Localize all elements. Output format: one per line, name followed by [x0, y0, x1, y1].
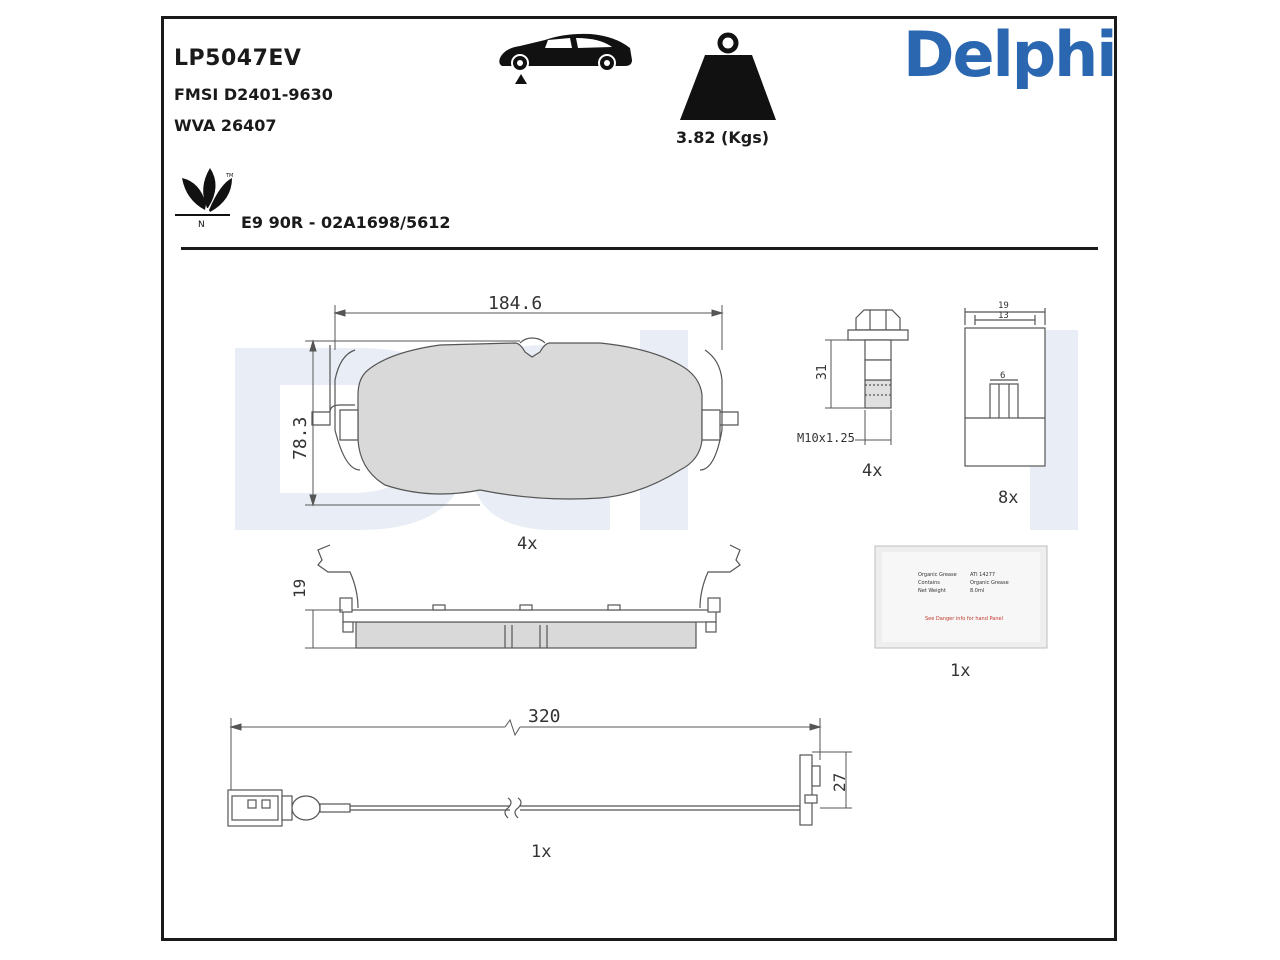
grease-row3-value: 8.0ml — [970, 588, 984, 594]
grease-quantity: 1x — [950, 661, 970, 681]
weight-icon — [680, 32, 776, 120]
pad-width-dimension — [333, 305, 724, 350]
pad-width-label: 184.6 — [488, 293, 542, 314]
grease-row2-value: Organic Grease — [970, 580, 1009, 586]
sensor-length-dimension — [229, 718, 822, 790]
sensor-length-label: 320 — [528, 706, 561, 727]
pad-height-dimension — [305, 339, 520, 507]
leaf-eco-icon: N TM — [175, 168, 233, 230]
part-number: LP5047EV — [174, 46, 302, 71]
trademark-label: TM — [225, 173, 233, 179]
bracket-outer-label: 19 — [998, 301, 1009, 311]
bracket-quantity: 8x — [998, 488, 1018, 508]
grease-row1-key: Organic Grease — [918, 572, 957, 578]
wva-number: WVA 26407 — [174, 116, 277, 135]
bracket-slot-label: 6 — [1000, 371, 1005, 381]
bolt-length-dimension — [825, 339, 892, 445]
clip-height-label: 19 — [290, 579, 309, 598]
grease-warning-note: See Danger info for hand Panel — [925, 616, 1003, 622]
bracket-inner-label: 13 — [998, 311, 1009, 321]
eco-mark-label: N — [198, 220, 205, 230]
brake-pad-front-view — [311, 337, 739, 500]
sensor-end-label: 27 — [830, 773, 849, 792]
weight-value: 3.82 (Kgs) — [676, 128, 770, 147]
clip-height-dimension — [305, 609, 356, 649]
pad-quantity: 4x — [517, 534, 537, 554]
sensor-quantity: 1x — [531, 842, 551, 862]
bolt-drawing — [847, 309, 909, 409]
fmsi-number: FMSI D2401-9630 — [174, 85, 333, 104]
grease-row1-value: ATI 14277 — [970, 572, 995, 578]
car-on-lift-icon — [499, 33, 632, 84]
grease-sachet: Organic Grease ATI 14277 Contains Organi… — [874, 545, 1048, 649]
bolt-thread-label: M10x1.25 — [797, 431, 855, 445]
brake-pad-side-view — [317, 544, 741, 649]
bracket-drawing — [964, 308, 1046, 467]
bolt-length-label: 31 — [815, 364, 830, 380]
grease-row2-key: Contains — [918, 580, 940, 586]
brand-logo: Delphi — [903, 18, 1118, 91]
ece-approval: E9 90R - 02A1698/5612 — [241, 213, 451, 232]
pad-height-label: 78.3 — [290, 417, 311, 460]
bolt-quantity: 4x — [862, 461, 882, 481]
drawing-sheet — [161, 16, 1117, 941]
wear-sensor-drawing — [227, 754, 821, 827]
sensor-end-dimension — [812, 751, 852, 809]
grease-row3-key: Net Weight — [918, 588, 946, 594]
header-divider — [181, 247, 1098, 250]
